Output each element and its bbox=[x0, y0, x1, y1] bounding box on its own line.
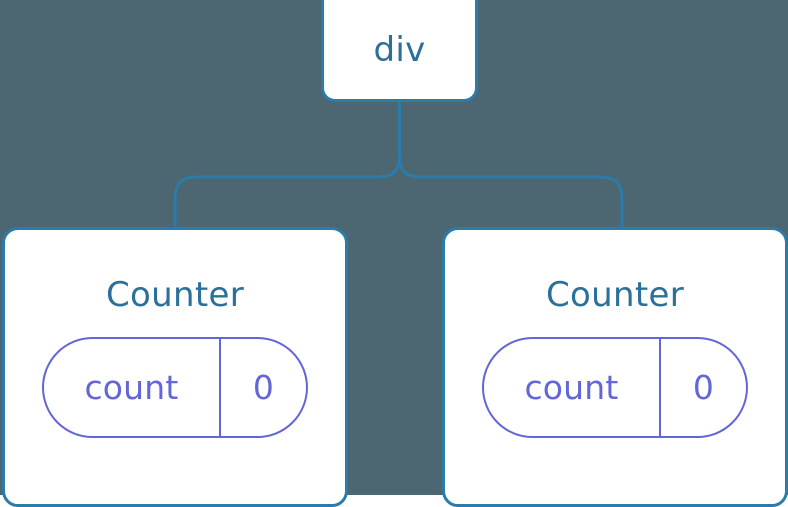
state-pill-counter-2[interactable]: count 0 bbox=[482, 337, 748, 438]
node-label-counter-1: Counter bbox=[106, 275, 244, 315]
state-key-counter-1: count bbox=[84, 368, 179, 407]
node-label-div: div bbox=[373, 30, 426, 70]
state-value-counter-1: 0 bbox=[219, 339, 306, 436]
node-counter-2[interactable]: Counter count 0 bbox=[442, 227, 788, 507]
connector-to-left-child bbox=[173, 153, 401, 230]
connector-to-right-child bbox=[398, 153, 624, 230]
node-label-counter-2: Counter bbox=[546, 275, 684, 315]
connector-lines bbox=[173, 99, 624, 230]
state-pill-counter-1[interactable]: count 0 bbox=[42, 337, 308, 438]
node-div[interactable]: div bbox=[321, 0, 478, 102]
node-counter-1[interactable]: Counter count 0 bbox=[2, 227, 348, 507]
state-key-counter-2: count bbox=[524, 368, 619, 407]
state-value-counter-2: 0 bbox=[659, 339, 746, 436]
